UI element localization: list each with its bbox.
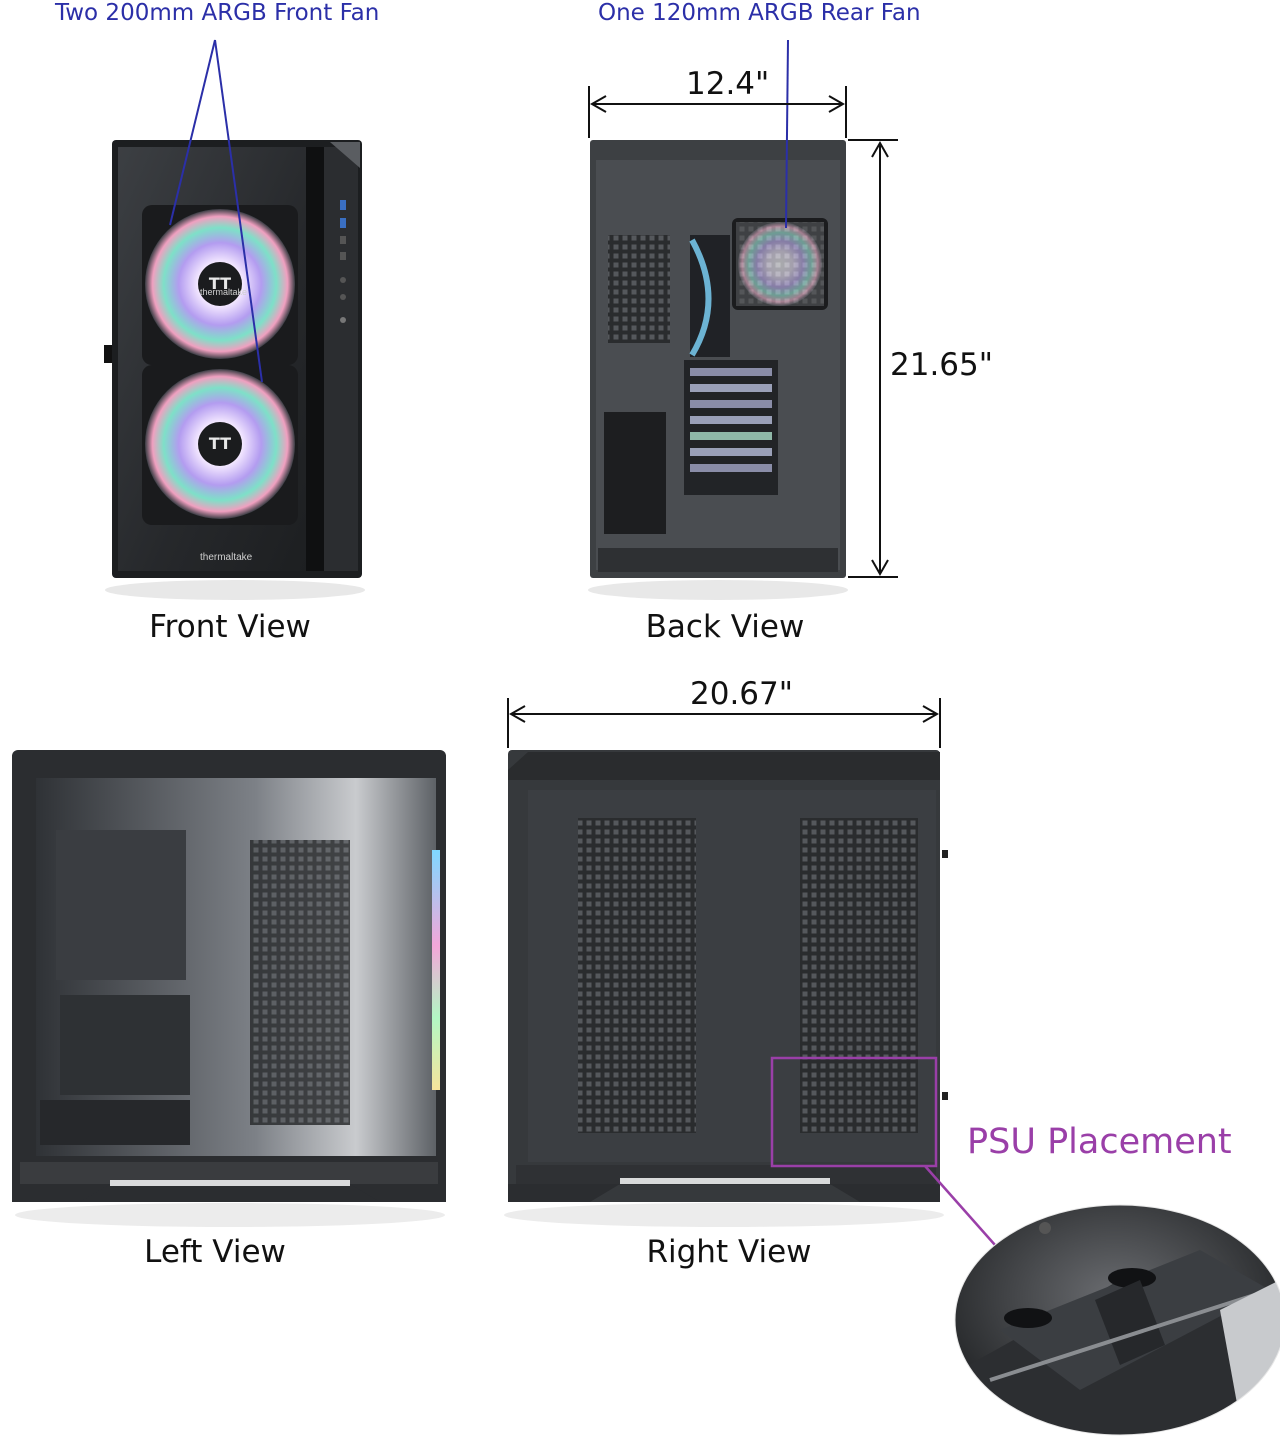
front-view-case <box>104 140 365 600</box>
front-fan-callout-lines <box>169 39 263 383</box>
left-view-case <box>12 750 446 1227</box>
left-view-label: Left View <box>144 1234 286 1270</box>
front-fan-callout: Two 200mm ARGB Front Fan <box>55 0 380 26</box>
psu-callout-line <box>924 1165 996 1246</box>
height-dimension-line <box>848 139 898 578</box>
front-view-label: Front View <box>149 609 311 645</box>
right-view-case <box>504 750 948 1227</box>
rear-fan <box>732 218 828 310</box>
front-fan-bottom: TT <box>145 369 295 519</box>
psu-detail-inset <box>955 1205 1280 1435</box>
psu-placement-label: PSU Placement <box>967 1122 1232 1162</box>
front-logo-text: thermaltake <box>200 552 253 563</box>
rear-fan-callout-line <box>785 39 789 229</box>
height-dimension-label: 21.65" <box>890 347 994 383</box>
right-view-label: Right View <box>646 1234 812 1270</box>
svg-text:TT: TT <box>209 434 231 453</box>
width-dimension-label: 12.4" <box>686 66 770 102</box>
fan-logo-text: thermaltake <box>200 287 248 297</box>
back-view-label: Back View <box>645 609 805 645</box>
rear-fan-callout: One 120mm ARGB Rear Fan <box>598 0 921 26</box>
depth-dimension-label: 20.67" <box>690 676 794 712</box>
back-view-case <box>588 140 848 600</box>
psu-highlight-box <box>770 1056 938 1168</box>
depth-dimension-line <box>507 698 941 748</box>
front-fan-top: TT <box>145 209 295 359</box>
width-dimension-line <box>588 86 847 138</box>
svg-text:TT: TT <box>209 274 231 293</box>
